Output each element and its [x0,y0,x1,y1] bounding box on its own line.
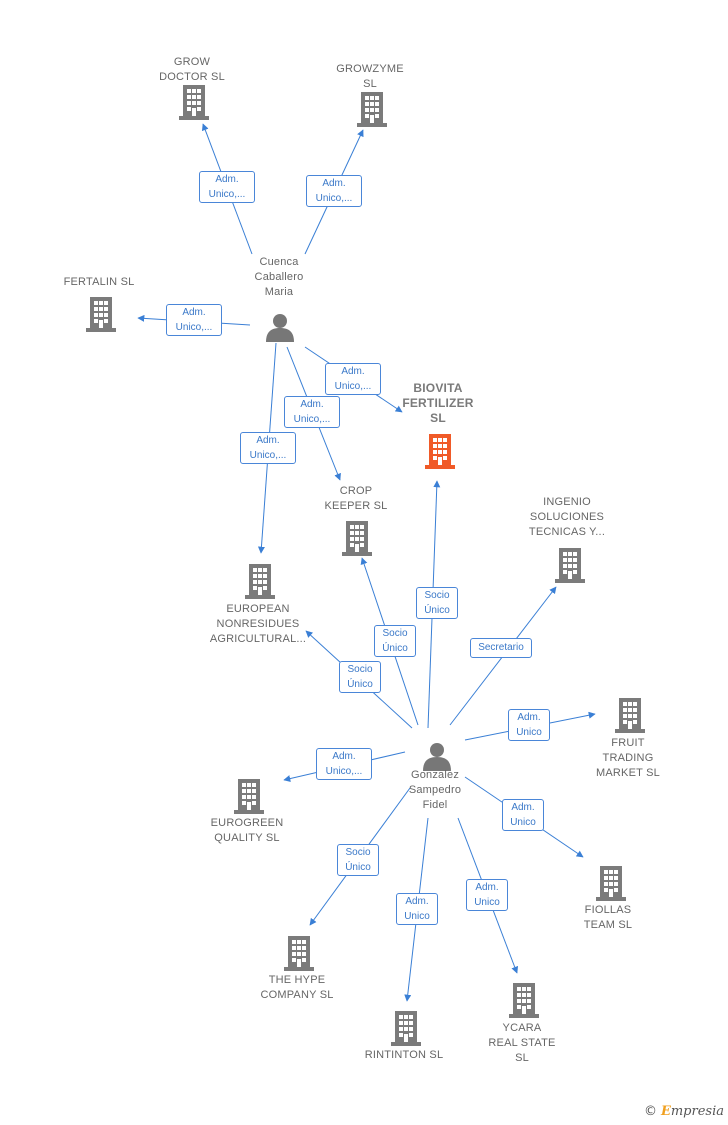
node-label-fruit[interactable]: FRUIT TRADING MARKET SL [596,737,660,779]
node-label-fertalin[interactable]: FERTALIN SL [63,276,135,288]
edge-role-label[interactable]: Adm. Unico,... [240,432,296,464]
edge-role-label[interactable]: Adm. Unico,... [166,304,222,336]
node-label-rintinton[interactable]: RINTINTON SL [364,1049,444,1061]
building-icon[interactable] [245,564,275,599]
edge-role-label[interactable]: Adm. Unico,... [199,171,255,203]
node-label-ingenio[interactable]: INGENIO SOLUCIONES TECNICAS Y... [528,496,606,538]
edge-role-label[interactable]: Socio Único [337,844,379,876]
node-label-biovita[interactable]: BIOVITA FERTILIZER SL [402,381,474,425]
empresia-watermark: ©Empresia [644,1104,724,1119]
node-label-hype[interactable]: THE HYPE COMPANY SL [260,974,334,1001]
edge-role-label[interactable]: Adm. Unico,... [306,175,362,207]
node-label-ycara[interactable]: YCARA REAL STATE SL [488,1022,556,1064]
building-icon[interactable] [596,866,626,901]
building-icon[interactable] [234,779,264,814]
edge-role-label[interactable]: Socio Único [416,587,458,619]
node-label-grow[interactable]: GROW DOCTOR SL [159,56,225,83]
building-icon[interactable] [284,936,314,971]
edge-role-label[interactable]: Adm. Unico [502,799,544,831]
edge-role-label[interactable]: Adm. Unico,... [284,396,340,428]
edge-role-label[interactable]: Adm. Unico [396,893,438,925]
node-label-growzyme[interactable]: GROWZYME SL [336,63,404,90]
node-label-crop[interactable]: CROP KEEPER SL [324,485,388,512]
edge-role-label[interactable]: Adm. Unico [466,879,508,911]
edge-role-label[interactable]: Adm. Unico,... [316,748,372,780]
edge-role-label[interactable]: Secretario [470,638,532,658]
node-label-fiollas[interactable]: FIOLLAS TEAM SL [583,904,633,931]
brand-initial: E [660,1104,671,1119]
copyright-symbol: © [643,1104,657,1119]
building-icon[interactable] [391,1011,421,1046]
edge-role-label[interactable]: Adm. Unico [508,709,550,741]
edge-role-label[interactable]: Socio Único [374,625,416,657]
edge-role-label[interactable]: Socio Único [339,661,381,693]
building-icon[interactable] [615,698,645,733]
node-label-european[interactable]: EUROPEAN NONRESIDUES AGRICULTURAL... [209,603,307,645]
building-icon[interactable] [342,521,372,556]
person-icon[interactable] [423,743,451,771]
building-icon[interactable] [357,92,387,127]
node-label-eurogreen[interactable]: EUROGREEN QUALITY SL [210,817,284,844]
node-label-gonzalez[interactable]: Gonzalez Sampedro Fidel [408,769,462,811]
node-label-cuenca[interactable]: Cuenca Caballero Maria [254,256,304,298]
building-icon[interactable] [179,85,209,120]
building-icon[interactable] [425,434,455,469]
building-icon[interactable] [555,548,585,583]
building-icon[interactable] [86,297,116,332]
building-icon[interactable] [509,983,539,1018]
edge-role-label[interactable]: Adm. Unico,... [325,363,381,395]
person-icon[interactable] [266,314,294,342]
brand-name: mpresia [670,1104,724,1119]
